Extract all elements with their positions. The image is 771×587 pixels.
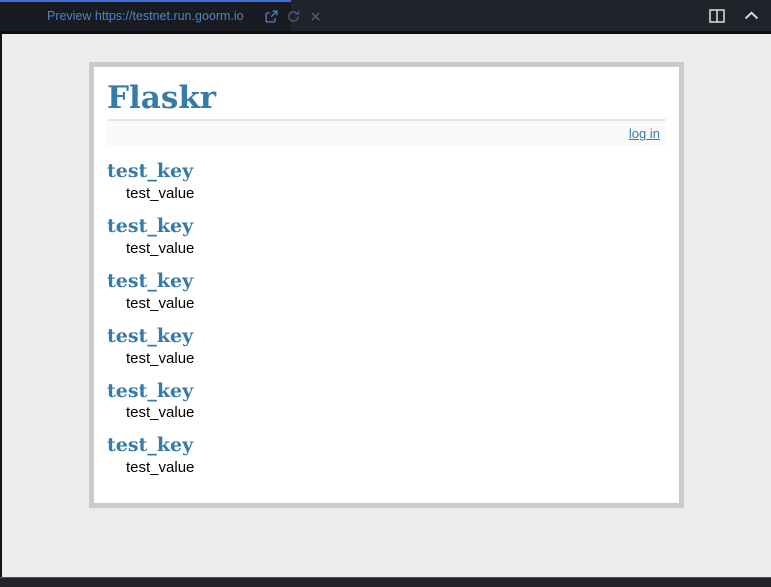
entry-title: test_key bbox=[107, 269, 194, 292]
flaskr-page-card: Flaskr log in test_key test_value test_k… bbox=[89, 62, 684, 509]
metanav-bar: log in bbox=[107, 121, 666, 147]
preview-panel-topbar: Preview https://testnet.run.goorm.io bbox=[0, 0, 771, 31]
entry-title: test_key bbox=[107, 215, 194, 238]
bottom-panel-edge bbox=[0, 577, 771, 587]
preview-tab-title: Preview https://testnet.run.goorm.io bbox=[47, 9, 244, 24]
entry-title: test_key bbox=[107, 324, 194, 347]
entry-title: test_key bbox=[107, 434, 194, 457]
list-item: test_key test_value bbox=[107, 215, 647, 258]
list-item: test_key test_value bbox=[107, 435, 647, 477]
list-item: test_key test_value bbox=[107, 270, 647, 313]
panel-controls bbox=[690, 0, 771, 31]
refresh-icon[interactable] bbox=[286, 9, 301, 24]
entry-title: test_key bbox=[107, 160, 194, 183]
entry-text: test_value bbox=[126, 404, 195, 422]
entry-text: test_value bbox=[126, 349, 195, 367]
entry-text: test_value bbox=[126, 185, 195, 203]
chevron-up-icon[interactable] bbox=[743, 7, 760, 24]
close-icon[interactable] bbox=[308, 9, 323, 24]
entries-list: test_key test_value test_key test_value … bbox=[107, 160, 666, 477]
split-view-icon[interactable] bbox=[708, 7, 725, 24]
list-item: test_key test_value bbox=[107, 160, 647, 203]
log-in-link[interactable]: log in bbox=[628, 126, 660, 142]
preview-tab[interactable]: Preview https://testnet.run.goorm.io bbox=[0, 0, 320, 31]
page-title: Flaskr bbox=[107, 80, 666, 122]
list-item: test_key test_value bbox=[107, 380, 647, 423]
topbar-divider bbox=[0, 31, 771, 34]
entry-title: test_key bbox=[107, 379, 194, 402]
entry-text: test_value bbox=[126, 459, 195, 477]
preview-viewport: Flaskr log in test_key test_value test_k… bbox=[0, 34, 771, 577]
entry-text: test_value bbox=[126, 294, 195, 312]
entry-text: test_value bbox=[126, 239, 195, 257]
external-link-icon[interactable] bbox=[264, 9, 279, 24]
list-item: test_key test_value bbox=[107, 325, 647, 368]
